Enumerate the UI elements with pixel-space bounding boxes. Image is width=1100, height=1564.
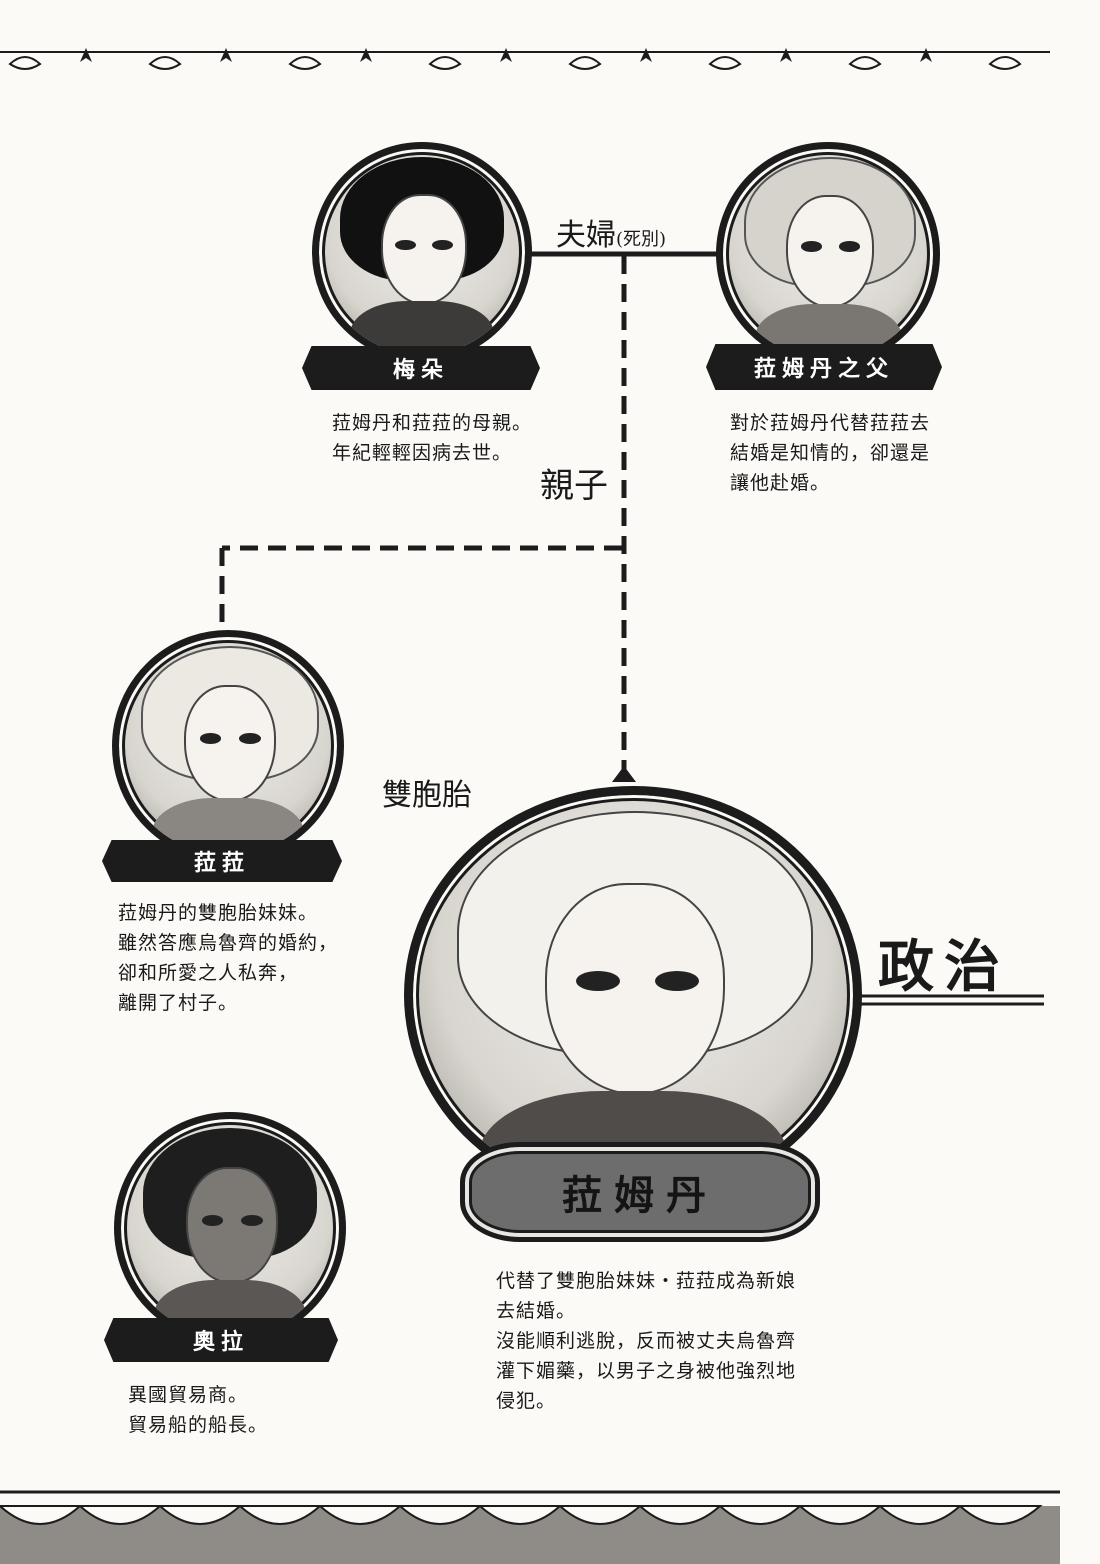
lala-description: 菈姆丹的雙胞胎妹妹。 雖然答應烏魯齊的婚約， 卻和所愛之人私奔， 離開了村子。 xyxy=(118,898,338,1018)
lamudan-desc-line: 灌下媚藥，以男子之身被他強烈地 xyxy=(496,1360,797,1382)
meiduo-portrait xyxy=(312,142,532,362)
father-desc-line: 結婚是知情的，卻還是 xyxy=(730,442,931,464)
lala-desc-line: 離開了村子。 xyxy=(118,992,239,1014)
aola-desc-line: 異國貿易商。 xyxy=(128,1384,249,1406)
meiduo-description: 菈姆丹和菈菈的母親。 年紀輕輕因病去世。 xyxy=(332,408,532,468)
lala-desc-line: 卻和所愛之人私奔， xyxy=(118,962,299,984)
lamudan-nameplate: 菈姆丹 xyxy=(460,1142,820,1242)
aola-portrait xyxy=(114,1112,346,1344)
lala-nameplate: 菈菈 xyxy=(102,840,342,882)
lamudan-desc-line: 代替了雙胞胎妹妹・菈菈成為新娘 xyxy=(496,1270,797,1292)
top-ornament-border xyxy=(0,48,1050,70)
relation-politics-label: 政治 xyxy=(878,934,1010,1000)
father-desc-line: 讓他赴婚。 xyxy=(730,472,831,494)
meiduo-nameplate: 梅朵 xyxy=(302,346,540,390)
aola-nameplate: 奧拉 xyxy=(104,1318,338,1362)
meiduo-desc-line: 菈姆丹和菈菈的母親。 xyxy=(332,412,533,434)
father-portrait xyxy=(716,142,940,366)
lala-desc-line: 菈姆丹的雙胞胎妹妹。 xyxy=(118,902,319,924)
meiduo-desc-line: 年紀輕輕因病去世。 xyxy=(332,442,513,464)
bottom-ornament-border xyxy=(0,1490,1060,1564)
lamudan-desc-line: 沒能順利逃脫，反而被丈夫烏魯齊 xyxy=(496,1330,797,1352)
lamudan-description: 代替了雙胞胎妹妹・菈菈成為新娘 去結婚。 沒能順利逃脫，反而被丈夫烏魯齊 灌下媚… xyxy=(496,1266,796,1416)
relation-twins-label: 雙胞胎 xyxy=(382,778,472,813)
lala-portrait xyxy=(112,630,344,862)
couple-text: 夫婦 xyxy=(556,218,616,253)
aola-desc-line: 貿易船的船長。 xyxy=(128,1414,269,1436)
lala-desc-line: 雖然答應烏魯齊的婚約， xyxy=(118,932,339,954)
father-desc-line: 對於菈姆丹代替菈菈去 xyxy=(730,412,931,434)
lamudan-desc-line: 侵犯。 xyxy=(496,1390,557,1412)
father-description: 對於菈姆丹代替菈菈去 結婚是知情的，卻還是 讓他赴婚。 xyxy=(730,408,930,498)
relation-couple-label: 夫婦(死別) xyxy=(556,210,666,254)
lamudan-desc-line: 去結婚。 xyxy=(496,1300,577,1322)
relation-parent-child-label: 親子 xyxy=(540,466,608,506)
father-nameplate: 菈姆丹之父 xyxy=(706,344,942,390)
aola-description: 異國貿易商。 貿易船的船長。 xyxy=(128,1380,268,1440)
couple-note: (死別) xyxy=(616,229,667,250)
